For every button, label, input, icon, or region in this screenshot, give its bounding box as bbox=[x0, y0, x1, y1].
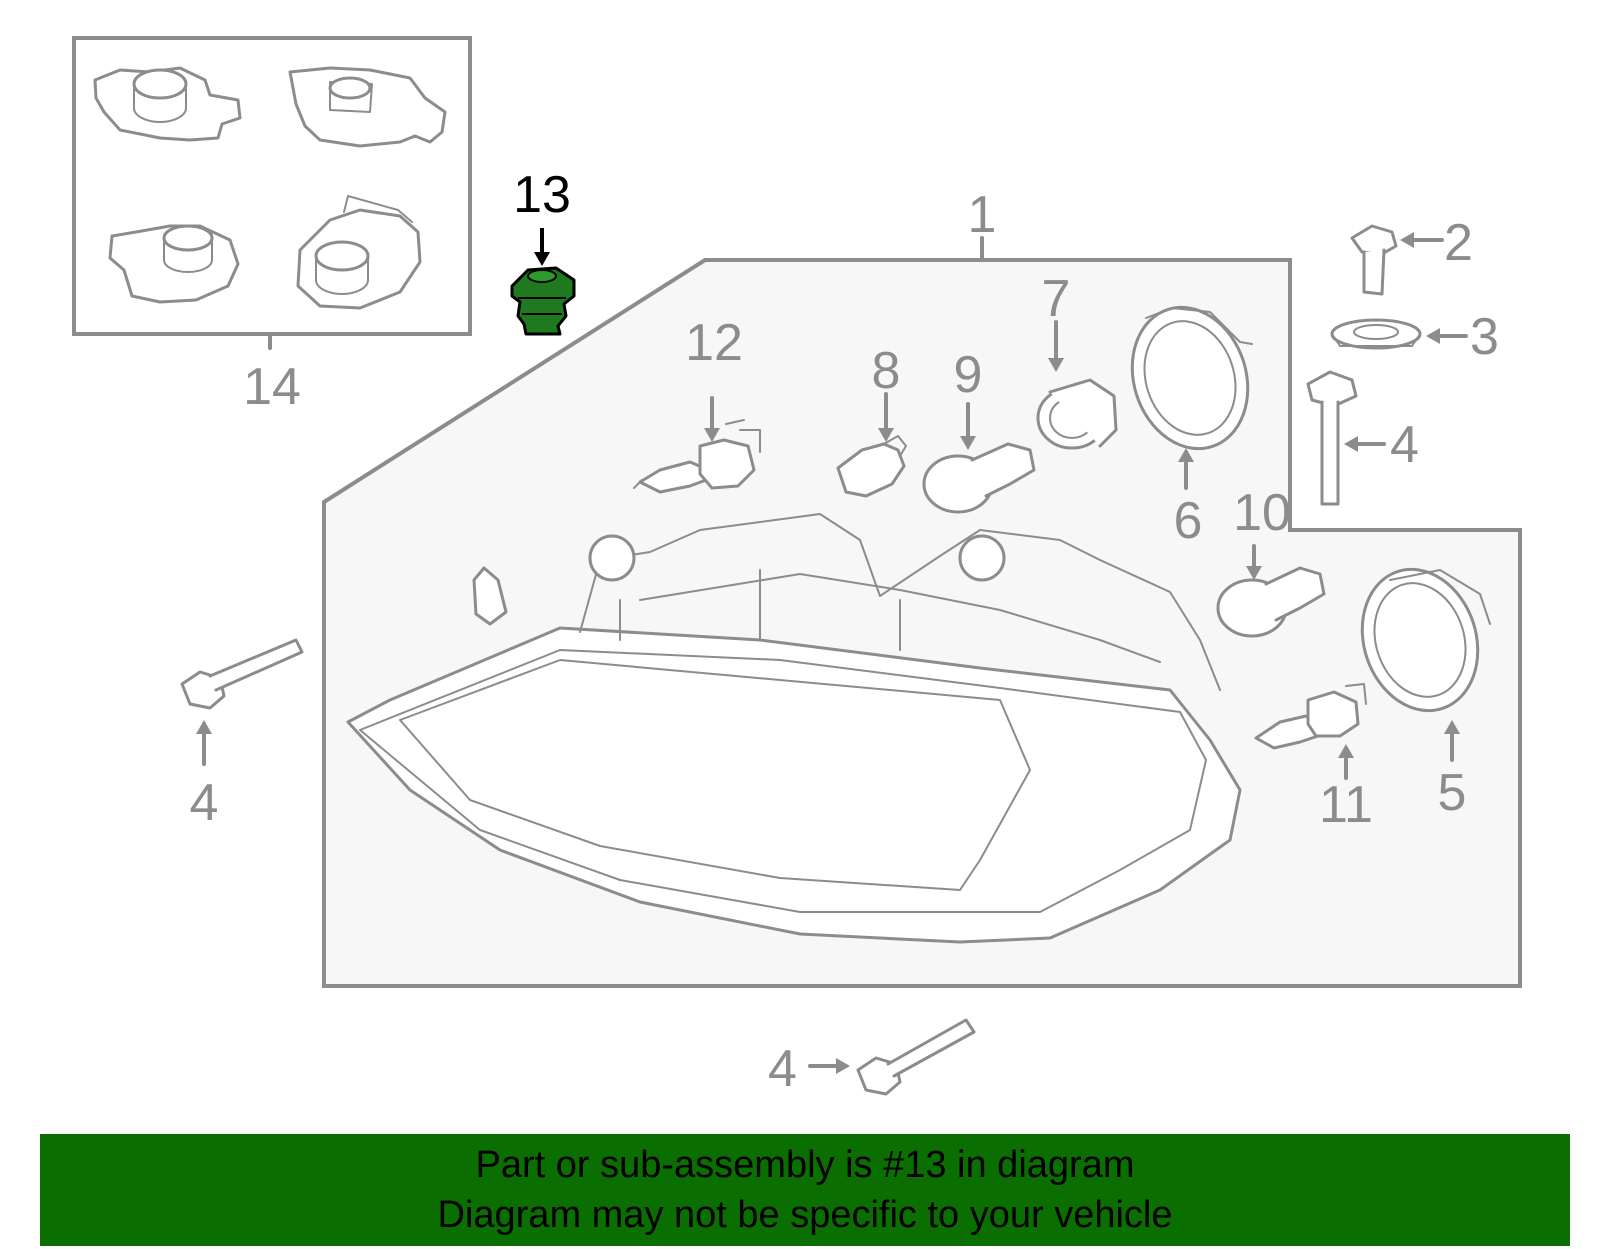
callout-14: 14 bbox=[243, 358, 301, 416]
bulb-9[interactable] bbox=[922, 442, 1036, 514]
callout-3: 3 bbox=[1470, 308, 1499, 366]
grommet-13-highlighted[interactable] bbox=[510, 266, 576, 336]
callout-13: 13 bbox=[513, 166, 571, 224]
screw-2[interactable] bbox=[1350, 224, 1398, 296]
bulb-8[interactable] bbox=[836, 435, 907, 498]
callout-1: 1 bbox=[968, 186, 997, 244]
bulb-10[interactable] bbox=[1216, 566, 1326, 638]
grommet-3[interactable] bbox=[1330, 318, 1422, 350]
bracket-bottom-right[interactable] bbox=[296, 195, 422, 310]
callout-2: 2 bbox=[1444, 214, 1473, 272]
callout-7: 7 bbox=[1042, 270, 1071, 328]
callout-8: 8 bbox=[872, 342, 901, 400]
headlamp-housing[interactable] bbox=[346, 513, 1242, 944]
bracket-bottom-left[interactable] bbox=[108, 224, 240, 304]
callout-4-bottom: 4 bbox=[768, 1040, 797, 1098]
banner-line-2: Diagram may not be specific to your vehi… bbox=[437, 1194, 1173, 1236]
info-banner: Part or sub-assembly is #13 in diagram D… bbox=[40, 1134, 1570, 1246]
callout-11: 11 bbox=[1319, 776, 1373, 834]
bracket-top-right[interactable] bbox=[288, 66, 447, 148]
bolt-4-bottom[interactable] bbox=[856, 1018, 976, 1096]
bolt-4-left[interactable] bbox=[180, 638, 304, 710]
callout-10: 10 bbox=[1233, 484, 1291, 542]
callout-5: 5 bbox=[1438, 764, 1467, 822]
callout-9: 9 bbox=[954, 346, 983, 404]
callout-4-right: 4 bbox=[1390, 416, 1419, 474]
bracket-top-left[interactable] bbox=[93, 66, 242, 142]
banner-line-1: Part or sub-assembly is #13 in diagram bbox=[475, 1144, 1135, 1186]
bulb-11[interactable] bbox=[1254, 683, 1367, 750]
callout-4-left: 4 bbox=[190, 774, 219, 832]
callout-12: 12 bbox=[685, 314, 743, 372]
cover-6[interactable] bbox=[1114, 292, 1265, 464]
callout-6: 6 bbox=[1174, 492, 1203, 550]
bulb-12[interactable] bbox=[633, 419, 761, 494]
cover-5[interactable] bbox=[1344, 554, 1495, 726]
socket-7[interactable] bbox=[1036, 378, 1118, 450]
bolt-4-right[interactable] bbox=[1306, 370, 1358, 506]
